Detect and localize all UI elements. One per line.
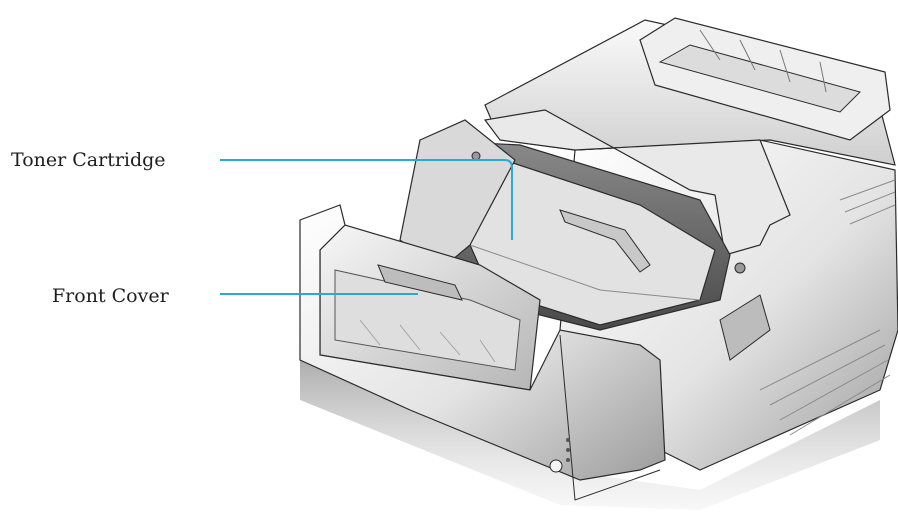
toner-cartridge-label: Toner Cartridge xyxy=(11,149,166,171)
status-led-2 xyxy=(566,448,570,452)
front-cover-label: Front Cover xyxy=(52,285,169,307)
toner-cartridge-leader-line xyxy=(220,159,513,240)
front-cover-handle xyxy=(377,264,463,301)
status-led-1 xyxy=(566,438,570,442)
printer-opening-rim xyxy=(483,109,791,256)
printer-front xyxy=(299,204,666,481)
power-button xyxy=(549,459,563,473)
side-vent-grille xyxy=(719,294,771,361)
status-led-3 xyxy=(566,458,570,462)
printer-shadow xyxy=(300,360,880,510)
